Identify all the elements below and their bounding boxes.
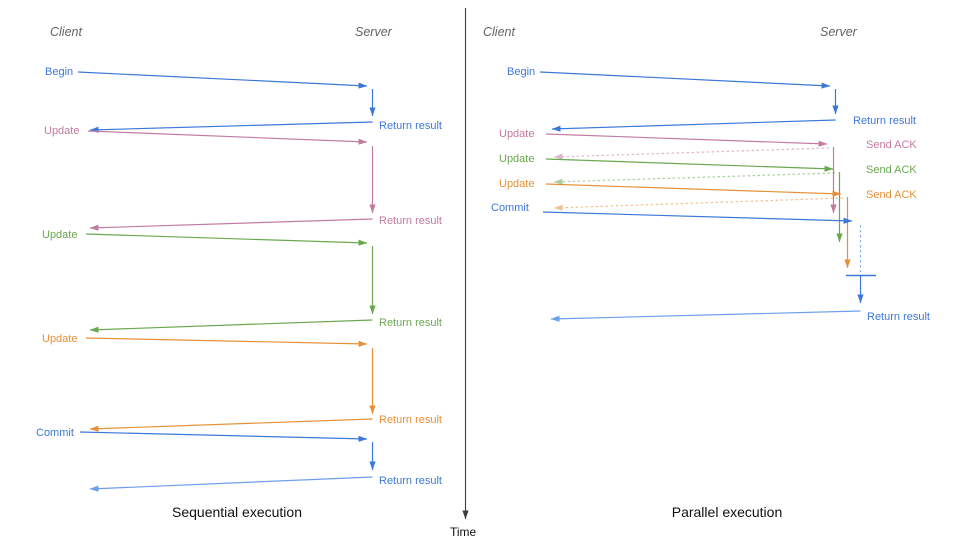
response-label: Send ACK [866,164,917,176]
response-label: Return result [379,317,442,329]
client-column-label: Client [483,25,515,39]
return-arrow [89,319,373,333]
time-axis-label: Time [450,525,477,539]
server-column-label: Server [355,25,393,39]
par-message-update-2: Update Send ACK [499,153,917,243]
request-arrow [87,130,368,145]
request-arrow [77,71,368,89]
response-label: Return result [867,311,930,323]
server-column-label: Server [820,25,858,39]
seq-message-commit: Commit Return result [36,427,442,492]
response-label: Return result [379,120,442,132]
par-message-begin: Begin Return result [507,66,916,132]
request-arrow [542,211,853,224]
return-arrow [89,418,373,432]
parallel-diagram: Client Server Begin Return result Update… [483,25,930,520]
message-label: Begin [507,66,535,78]
return-arrow [550,310,861,322]
return-arrow [89,218,373,231]
request-arrow [85,337,368,347]
ack-dotted-arrow [553,197,844,211]
message-label: Update [499,178,534,190]
response-label: Return result [379,414,442,426]
return-arrow [551,119,836,132]
ack-dotted-arrow [553,172,836,185]
response-label: Return result [379,475,442,487]
seq-message-update-2: Update Return result [42,229,442,333]
request-arrow [85,233,368,246]
request-arrow [79,431,368,442]
request-arrow [539,71,831,89]
request-arrow [545,183,842,197]
message-label: Commit [36,427,74,439]
message-label: Update [44,125,79,137]
return-arrow [89,121,373,133]
response-label: Send ACK [866,189,917,201]
ack-dotted-arrow [553,147,830,160]
sequential-caption: Sequential execution [172,504,302,520]
seq-message-update-1: Update Return result [44,125,442,231]
message-label: Update [499,128,534,140]
seq-message-update-3: Update Return result [42,333,442,432]
parallel-caption: Parallel execution [672,504,783,520]
par-message-commit: Commit Return result [491,202,930,323]
time-axis: Time [450,8,477,539]
return-arrow [89,476,373,492]
message-label: Update [42,229,77,241]
client-column-label: Client [50,25,82,39]
message-label: Update [42,333,77,345]
message-label: Begin [45,66,73,78]
request-arrow [545,158,834,172]
sequential-diagram: Client Server Begin Return result Update… [36,25,442,520]
response-label: Return result [853,115,916,127]
response-label: Send ACK [866,139,917,151]
message-label: Update [499,153,534,165]
seq-message-begin: Begin Return result [45,66,442,133]
par-message-update-3: Update Send ACK [499,178,917,269]
response-label: Return result [379,215,442,227]
par-message-update-1: Update Send ACK [499,128,917,214]
message-label: Commit [491,202,529,214]
request-arrow [545,133,828,147]
